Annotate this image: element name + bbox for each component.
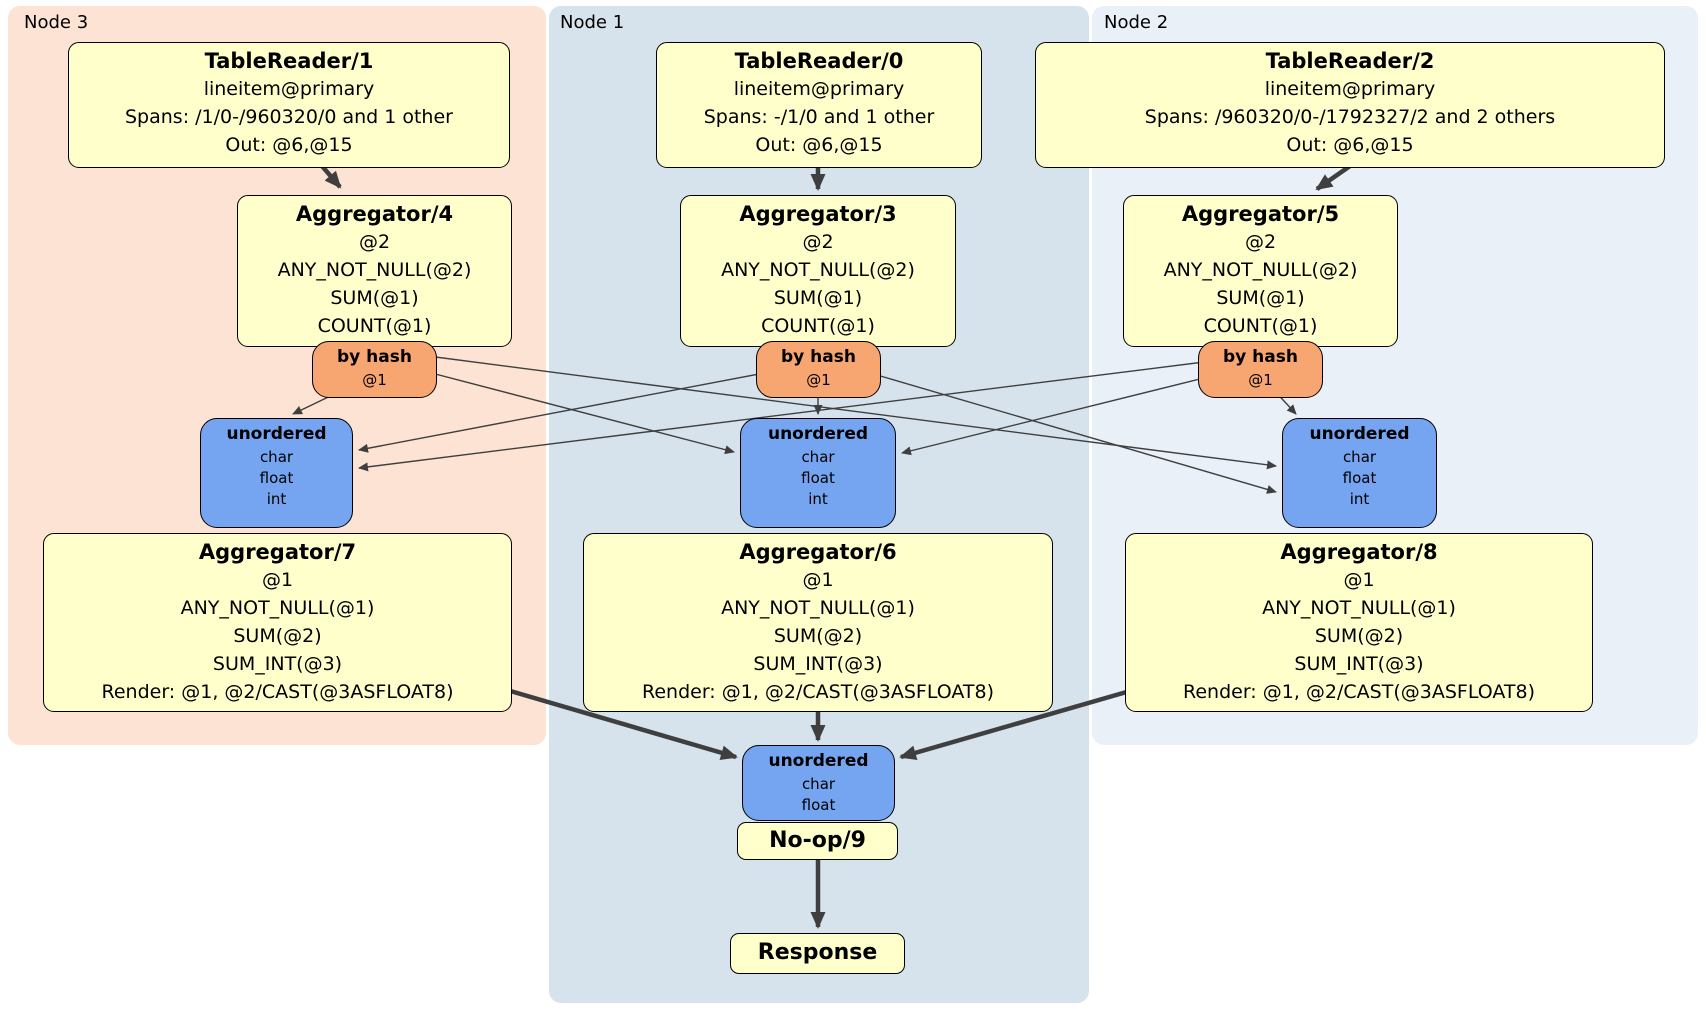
- aggregator-4-box: Aggregator/4 @2 ANY_NOT_NULL(@2) SUM(@1)…: [237, 195, 512, 347]
- noop-9-title: No-op/9: [769, 828, 866, 853]
- unordered-sync-node3: unordered char float int: [200, 418, 353, 528]
- aggregator-7-title: Aggregator/7: [198, 540, 357, 564]
- noop-9-box: No-op/9: [737, 822, 898, 860]
- edge-router3-sync1: [419, 369, 735, 455]
- node1-label: Node 1: [560, 12, 625, 33]
- edge-router2-sync3: [358, 359, 1221, 472]
- by-hash-router-node2: by hash @1: [1198, 341, 1323, 398]
- tablereader-1-title: TableReader/1: [204, 49, 374, 73]
- aggregator-4-title: Aggregator/4: [295, 202, 454, 226]
- unordered-sync-node2: unordered char float int: [1282, 418, 1437, 528]
- edge-router1-sync3: [358, 369, 781, 453]
- tablereader-1-box: TableReader/1 lineitem@primary Spans: /1…: [68, 42, 510, 168]
- aggregator-7-box: Aggregator/7 @1 ANY_NOT_NULL(@1) SUM(@2)…: [43, 533, 512, 712]
- by-hash-router-node3: by hash @1: [312, 341, 437, 398]
- tablereader-0-box: TableReader/0 lineitem@primary Spans: -/…: [656, 42, 982, 168]
- tablereader-0-title: TableReader/0: [734, 49, 904, 73]
- edge-aggregator8-finalsync: [899, 688, 1131, 761]
- aggregator-6-box: Aggregator/6 @1 ANY_NOT_NULL(@1) SUM(@2)…: [583, 533, 1053, 712]
- edge-tablereader2-aggregator5: [1315, 164, 1352, 191]
- node2-label: Node 2: [1104, 12, 1169, 33]
- aggregator-3-box: Aggregator/3 @2 ANY_NOT_NULL(@2) SUM(@1)…: [680, 195, 956, 347]
- edge-router2-sync1: [901, 373, 1221, 456]
- unordered-sync-node1: unordered char float int: [740, 418, 896, 528]
- tablereader-2-box: TableReader/2 lineitem@primary Spans: /9…: [1035, 42, 1665, 168]
- edge-router1-sync2: [859, 369, 1277, 494]
- response-title: Response: [757, 940, 878, 965]
- tablereader-2-title: TableReader/2: [1265, 49, 1435, 73]
- aggregator-5-box: Aggregator/5 @2 ANY_NOT_NULL(@2) SUM(@1)…: [1123, 195, 1398, 347]
- aggregator-5-title: Aggregator/5: [1181, 202, 1340, 226]
- node3-label: Node 3: [24, 12, 89, 33]
- aggregator-8-box: Aggregator/8 @1 ANY_NOT_NULL(@1) SUM(@2)…: [1125, 533, 1593, 712]
- edge-aggregator7-finalsync: [499, 685, 738, 760]
- final-unordered-sync: unordered char float: [742, 745, 895, 821]
- aggregator-8-title: Aggregator/8: [1280, 540, 1438, 564]
- response-box: Response: [730, 933, 905, 974]
- by-hash-router-node1: by hash @1: [756, 341, 881, 398]
- edge-tablereader1-aggregator4: [320, 164, 342, 189]
- aggregator-6-title: Aggregator/6: [739, 540, 897, 564]
- edge-router3-sync2: [419, 354, 1277, 470]
- aggregator-3-title: Aggregator/3: [739, 202, 897, 226]
